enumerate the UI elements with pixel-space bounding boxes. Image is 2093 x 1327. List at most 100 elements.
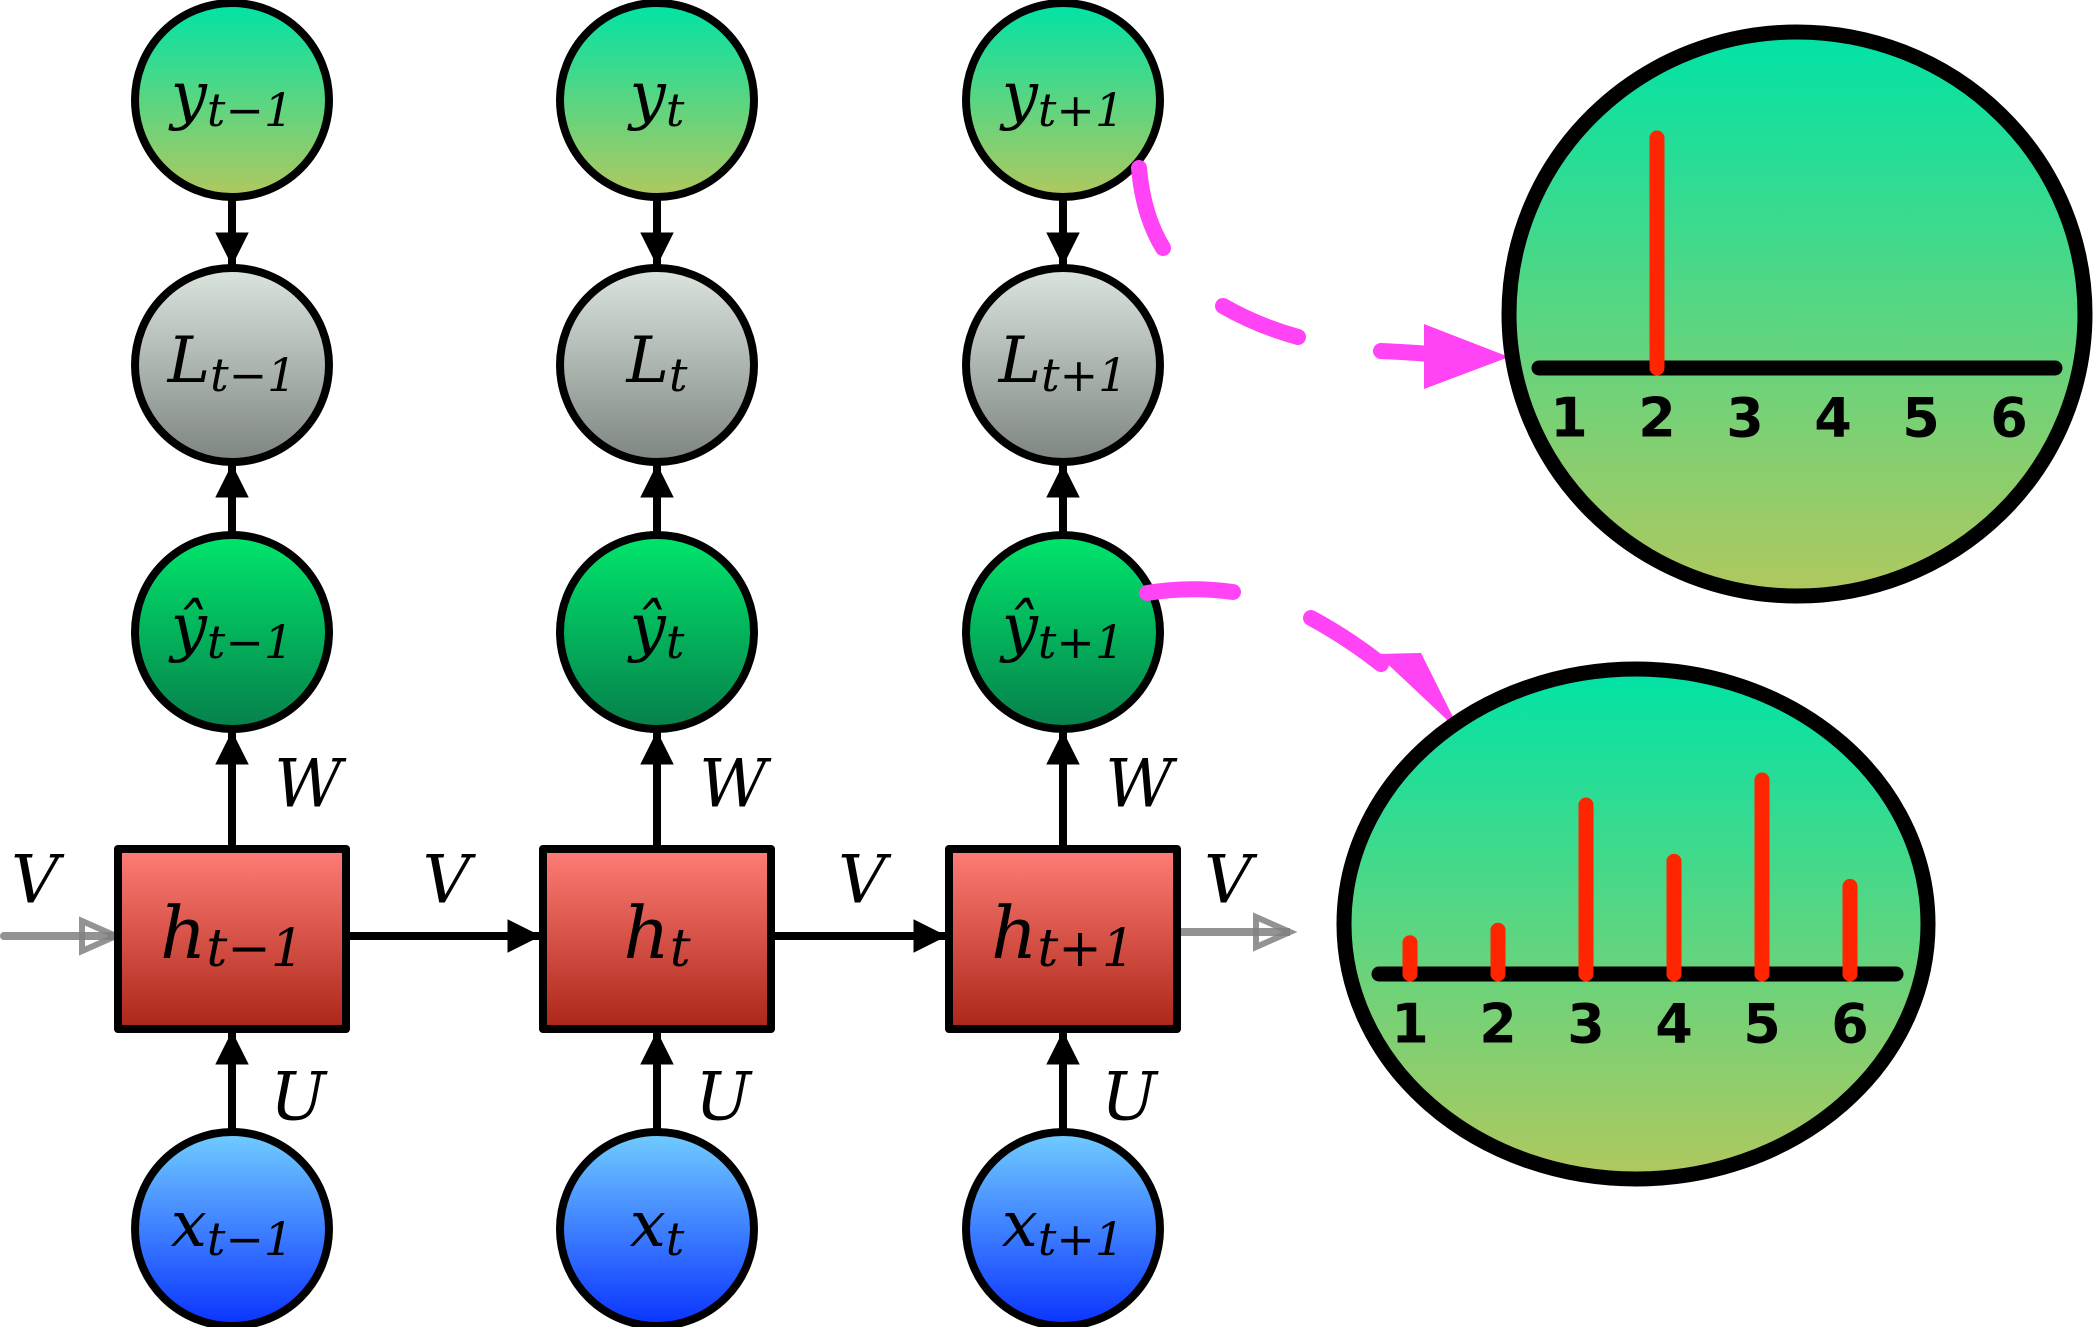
loss-node-label: Lt−1: [167, 324, 297, 402]
edge-recurrent-incoming-arrowhead: [79, 916, 124, 956]
input-node-symbol: x: [1002, 1188, 1038, 1262]
loss-node-subscript: t+1: [1041, 348, 1127, 402]
loss-node-2: Lt+1: [962, 264, 1164, 466]
loss-node-symbol: L: [626, 324, 670, 398]
loss-node-label: Lt: [626, 324, 689, 402]
weight-label-W-1: W: [699, 746, 772, 823]
input-node-label: xt−1: [171, 1188, 293, 1266]
target-node-0: yt−1: [131, 0, 333, 201]
target-node-subscript: t−1: [207, 83, 293, 137]
tick-label-4: 4: [1814, 387, 1852, 450]
weight-label-U-2: U: [1101, 1059, 1159, 1136]
target-node-circle: [962, 0, 1164, 201]
input-node-circle: [556, 1128, 758, 1327]
nodes: yt−1Lt−1ŷt−1xt−1ht−1ytLtŷtxthtyt+1Lt+1…: [114, 0, 1181, 1327]
input-node-label: xt+1: [1002, 1188, 1124, 1266]
input-node-2: xt+1: [962, 1128, 1164, 1327]
weight-label-V-0: V: [423, 842, 477, 919]
weight-label-W-2: W: [1105, 746, 1178, 823]
callout-output-arrowhead: [1377, 653, 1461, 733]
loss-node-subscript: t−1: [210, 348, 296, 402]
output-node-label: ŷt: [627, 591, 685, 669]
callout-output-dash-1: [1139, 581, 1241, 601]
callout-circle-1: [1336, 661, 1936, 1187]
callout-circle-0: [1501, 24, 2093, 604]
tick-label-1: 1: [1391, 993, 1429, 1056]
target-node-1: yt: [556, 0, 758, 201]
input-node-symbol: x: [630, 1188, 666, 1262]
hidden-node-subscript: t−1: [206, 919, 304, 979]
callout-target-dash-3: [1373, 343, 1438, 362]
tick-label-2: 2: [1638, 387, 1676, 450]
tick-label-5: 5: [1743, 993, 1781, 1056]
output-node-label: ŷt−1: [168, 591, 293, 669]
callout-output-dash-2: [1303, 610, 1389, 672]
loss-node-symbol: L: [167, 324, 211, 398]
input-node-circle: [962, 1128, 1164, 1327]
tick-label-1: 1: [1550, 387, 1588, 450]
loss-node-circle: [556, 264, 758, 466]
hidden-node-label: ht+1: [991, 891, 1135, 979]
hidden-node-box: [539, 845, 775, 1033]
loss-node-circle: [962, 264, 1164, 466]
output-node-subscript: t+1: [1038, 615, 1124, 669]
input-node-label: xt: [630, 1188, 685, 1266]
tick-label-6: 6: [1990, 387, 2028, 450]
hidden-node-symbol: h: [160, 891, 206, 975]
target-node-subscript: t: [666, 83, 685, 137]
callout-target-dash-2: [1215, 298, 1306, 345]
target-node-label: yt+1: [999, 59, 1124, 137]
output-node-subscript: t: [666, 615, 685, 669]
hidden-node-label: ht−1: [160, 891, 304, 979]
hidden-node-subscript: t+1: [1037, 919, 1135, 979]
output-node-symbol: ŷ: [999, 591, 1039, 665]
loss-node-label: Lt+1: [998, 324, 1128, 402]
hidden-node-2: ht+1: [945, 845, 1181, 1033]
loss-node-circle: [131, 264, 333, 466]
output-node-symbol: ŷ: [168, 591, 208, 665]
tick-label-4: 4: [1655, 993, 1693, 1056]
target-node-2: yt+1: [962, 0, 1164, 201]
hidden-node-subscript: t: [670, 919, 691, 979]
target-node-symbol: y: [999, 59, 1039, 133]
tick-label-6: 6: [1831, 993, 1869, 1056]
tick-label-5: 5: [1902, 387, 1940, 450]
hidden-node-symbol: h: [991, 891, 1037, 975]
callout-target-arrowhead: [1424, 324, 1509, 389]
hidden-node-symbol: h: [623, 891, 669, 975]
input-node-0: xt−1: [131, 1128, 333, 1327]
tick-label-3: 3: [1567, 993, 1605, 1056]
hidden-node-1: ht: [539, 845, 775, 1033]
loss-node-0: Lt−1: [131, 264, 333, 466]
tick-label-2: 2: [1479, 993, 1517, 1056]
input-node-symbol: x: [171, 1188, 207, 1262]
target-node-label: yt−1: [168, 59, 293, 137]
output-node-0: ŷt−1: [131, 531, 333, 733]
input-node-subscript: t: [666, 1212, 685, 1266]
callout-arrows: [1131, 160, 1509, 733]
input-node-subscript: t−1: [207, 1212, 293, 1266]
output-node-subscript: t−1: [207, 615, 293, 669]
output-node-label: ŷt+1: [999, 591, 1124, 669]
tick-label-3: 3: [1726, 387, 1764, 450]
loss-node-1: Lt: [556, 264, 758, 466]
weight-label-V-1: V: [838, 842, 892, 919]
hidden-node-box: [114, 845, 350, 1033]
target-node-circle: [131, 0, 333, 201]
output-node-2: ŷt+1: [962, 531, 1164, 733]
hidden-node-0: ht−1: [114, 845, 350, 1033]
target-node-symbol: y: [627, 59, 667, 133]
weight-label-U-0: U: [270, 1059, 328, 1136]
output-node-1: ŷt: [556, 531, 758, 733]
target-node-circle: [556, 0, 758, 201]
output-node-circle: [962, 531, 1164, 733]
weight-label-V-incoming: V: [11, 842, 65, 919]
target-node-label: yt: [627, 59, 685, 137]
output-node-circle: [556, 531, 758, 733]
output-node-symbol: ŷ: [627, 591, 667, 665]
loss-node-symbol: L: [998, 324, 1042, 398]
input-node-circle: [131, 1128, 333, 1327]
